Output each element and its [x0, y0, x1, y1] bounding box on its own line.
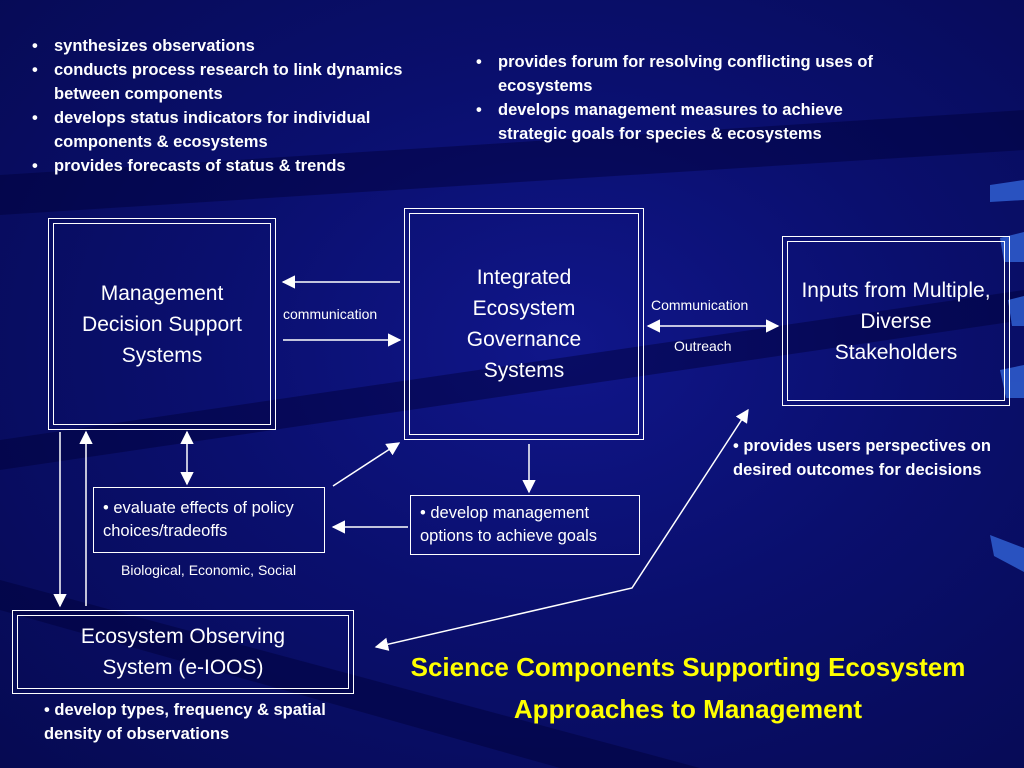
list-item: develops status indicators for individua…	[30, 106, 420, 154]
communication-label: communication	[283, 306, 378, 322]
list-item: provides forecasts of status & trends	[30, 154, 420, 178]
bio-econ-social-label: Biological, Economic, Social	[121, 562, 297, 578]
stakeholders-box: Inputs from Multiple, Diverse Stakeholde…	[782, 236, 1010, 406]
list-item: conducts process research to link dynami…	[30, 58, 420, 106]
mdss-label: Management Decision Support Systems	[53, 223, 271, 425]
arrow-evaluate-to-iegs	[332, 442, 401, 487]
outreach-label: Outreach	[674, 338, 732, 354]
list-item: develops management measures to achieve …	[474, 98, 874, 146]
stakeholder-note: • provides users perspectives on desired…	[733, 437, 991, 479]
evaluate-box: • evaluate effects of policy choices/tra…	[93, 487, 325, 553]
arrow-eoos-stakeholders	[374, 408, 749, 651]
communication-right-label: Communication	[651, 297, 749, 313]
iegs-label: Integrated Ecosystem Governance Systems	[409, 213, 639, 435]
list-item: provides forum for resolving conflicting…	[474, 50, 874, 98]
stakeholders-label: Inputs from Multiple, Diverse Stakeholde…	[787, 241, 1005, 401]
list-item: synthesizes observations	[30, 34, 420, 58]
mdss-box: Management Decision Support Systems	[48, 218, 276, 430]
top-right-bullet-list: provides forum for resolving conflicting…	[474, 50, 874, 146]
observing-note: • develop types, frequency & spatial den…	[44, 701, 326, 743]
top-left-bullet-list: synthesizes observations conducts proces…	[30, 34, 420, 178]
slide-title: Science Components Supporting Ecosystem …	[410, 652, 966, 724]
eoos-box: Ecosystem Observing System (e-IOOS)	[12, 610, 354, 694]
eoos-label: Ecosystem Observing System (e-IOOS)	[17, 615, 349, 689]
